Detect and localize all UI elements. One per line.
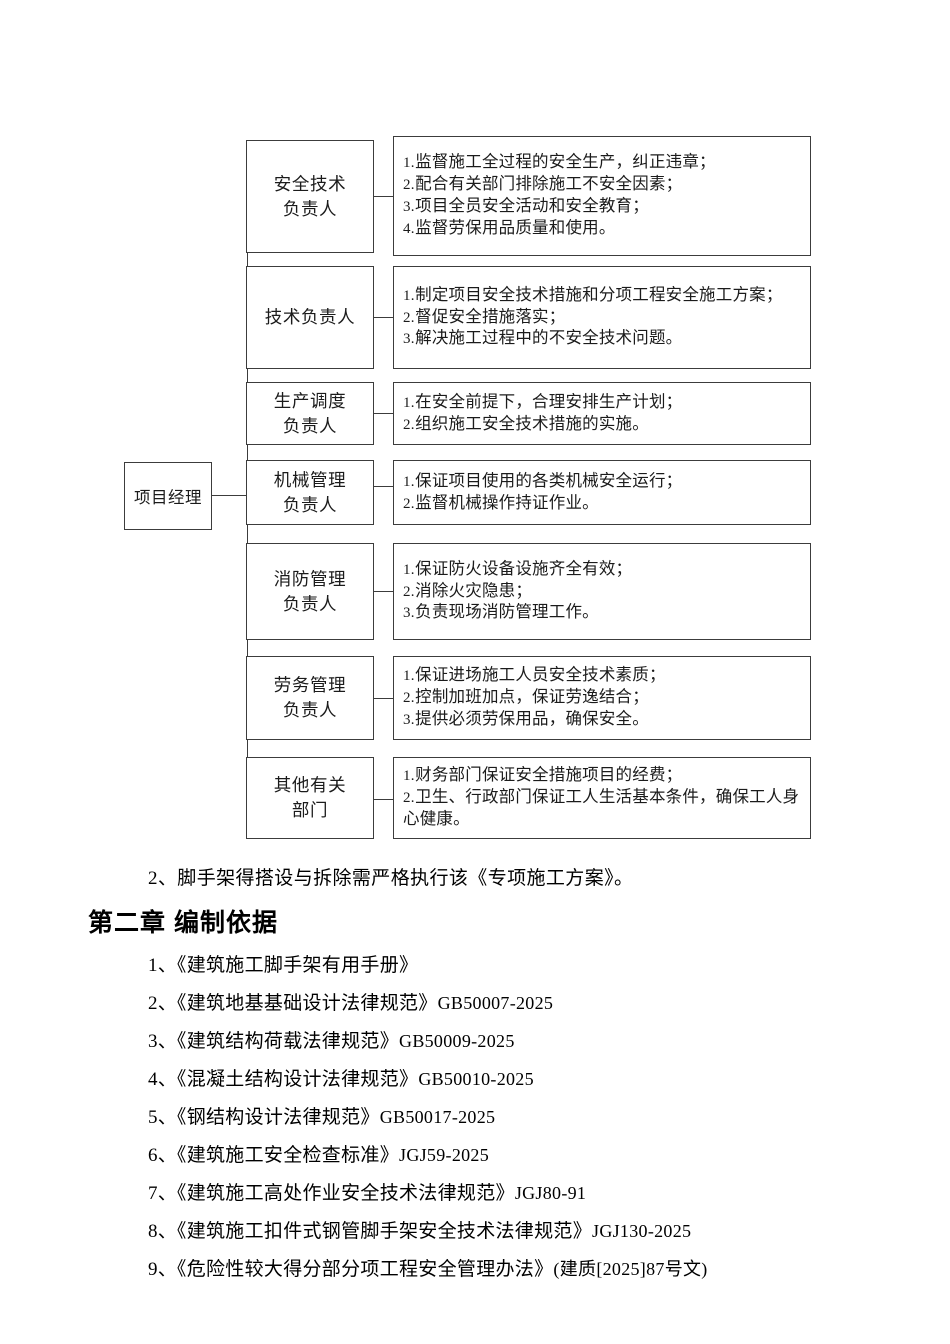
duty-line: 1.在安全前提下，合理安排生产计划； [403, 392, 683, 411]
safety-responsibility-org-chart: 项目经理 安全技术 负责人 技术负责人 生产调度 [124, 136, 811, 839]
org-root-node-project-manager: 项目经理 [124, 462, 212, 530]
chapter-heading: 第二章 编制依据 [88, 909, 278, 937]
connector-role-duty-5 [374, 591, 393, 593]
reference-title: 《危险性较大得分部分项工程安全管理办法》 [176, 1259, 554, 1280]
connector-role-duty-2 [374, 317, 393, 319]
org-duty-box-4: 1.保证项目使用的各类机械安全运行； 2.监督机械操作持证作业。 [393, 460, 811, 525]
reference-item-3: 3、《建筑结构荷载法律规范》GB50009-2025 [148, 1026, 515, 1053]
duty-line: 3.项目全员安全活动和安全教育； [403, 197, 649, 215]
duty-line: 1.保证防火设备设施齐全有效； [403, 559, 633, 578]
org-role-label-2: 技术负责人 [264, 307, 356, 328]
duty-line: 1.保证项目使用的各类机械安全运行； [403, 471, 683, 490]
duty-line: 1.制定项目安全技术措施和分项工程安全施工方案； [403, 285, 783, 304]
reference-code: JGJ59-2025 [399, 1145, 490, 1165]
reference-title: 《建筑地基基础设计法律规范》 [176, 993, 438, 1014]
reference-item-9: 9、《危险性较大得分部分项工程安全管理办法》(建质[2025]87号文) [148, 1254, 708, 1281]
reference-code: GB50017-2025 [379, 1107, 496, 1127]
reference-code: (建质[2025]87号文) [553, 1259, 708, 1279]
reference-number: 9、 [148, 1259, 177, 1280]
org-duty-box-7: 1.财务部门保证安全措施项目的经费； 2.卫生、行政部门保证工人生活基本条件，确… [393, 757, 811, 839]
reference-title: 《建筑施工高处作业安全技术法律规范》 [176, 1183, 515, 1204]
duty-line: 1.监督施工全过程的安全生产，纠正违章； [403, 153, 716, 172]
reference-code: JGJ80-91 [514, 1183, 587, 1203]
reference-number: 2、 [148, 993, 177, 1014]
reference-number: 8、 [148, 1221, 177, 1242]
org-role-node-7: 其他有关 部门 [246, 757, 374, 839]
reference-code: GB50009-2025 [399, 1031, 515, 1051]
duty-line: 2.消除火灾隐患； [403, 581, 533, 600]
org-role-node-1: 安全技术 负责人 [246, 140, 374, 253]
connector-role-duty-3 [374, 413, 393, 415]
connector-role-duty-6 [374, 698, 393, 700]
duty-line: 1.财务部门保证安全措施项目的经费； [403, 766, 683, 785]
reference-code: JGJ130-2025 [592, 1221, 692, 1241]
reference-item-6: 6、《建筑施工安全检查标准》JGJ59-2025 [148, 1140, 489, 1167]
note-paragraph: 2、脚手架得搭设与拆除需严格执行该《专项施工方案》。 [148, 868, 634, 889]
reference-item-8: 8、《建筑施工扣件式钢管脚手架安全技术法律规范》JGJ130-2025 [148, 1216, 691, 1243]
reference-item-7: 7、《建筑施工高处作业安全技术法律规范》JGJ80-91 [148, 1178, 586, 1205]
reference-number: 7、 [148, 1183, 177, 1204]
connector-role-duty-7 [374, 799, 393, 801]
duty-line: 3.提供必须劳保用品，确保安全。 [403, 709, 649, 728]
reference-item-2: 2、《建筑地基基础设计法律规范》GB50007-2025 [148, 988, 553, 1015]
org-duty-box-6: 1.保证进场施工人员安全技术素质； 2.控制加班加点，保证劳逸结合； 3.提供必… [393, 656, 811, 740]
reference-code: GB50010-2025 [418, 1069, 534, 1089]
org-root-label: 项目经理 [134, 489, 202, 507]
duty-line: 1.保证进场施工人员安全技术素质； [403, 666, 666, 685]
org-duty-box-2: 1.制定项目安全技术措施和分项工程安全施工方案； 2.督促安全措施落实； 3.解… [393, 266, 811, 369]
connector-role-duty-1 [374, 196, 393, 198]
reference-code: GB50007-2025 [437, 993, 554, 1013]
org-role-node-6: 劳务管理 负责人 [246, 656, 374, 740]
reference-item-4: 4、《混凝土结构设计法律规范》GB50010-2025 [148, 1064, 534, 1091]
duty-line: 2.组织施工安全技术措施的实施。 [403, 414, 649, 433]
duty-line: 4.监督劳保用品质量和使用。 [403, 218, 616, 237]
org-duty-box-1: 1.监督施工全过程的安全生产，纠正违章； 2.配合有关部门排除施工不安全因素； … [393, 136, 811, 256]
reference-item-1: 1、《建筑施工脚手架有用手册》 [148, 950, 418, 977]
reference-number: 1、 [148, 955, 177, 976]
duty-line: 2.卫生、行政部门保证工人生活基本条件，确保工人身心健康。 [403, 788, 800, 828]
org-role-node-2: 技术负责人 [246, 266, 374, 369]
org-duty-box-3: 1.在安全前提下，合理安排生产计划； 2.组织施工安全技术措施的实施。 [393, 382, 811, 445]
org-role-label-6: 劳务管理 负责人 [273, 675, 347, 720]
reference-title: 《建筑结构荷载法律规范》 [176, 1031, 400, 1052]
duty-line: 2.监督机械操作持证作业。 [403, 493, 599, 512]
org-role-node-5: 消防管理 负责人 [246, 543, 374, 640]
reference-title: 《建筑施工安全检查标准》 [176, 1145, 400, 1166]
duty-line: 3.负责现场消防管理工作。 [403, 603, 599, 622]
duty-line: 2.督促安全措施落实； [403, 307, 566, 326]
connector-role-duty-4 [374, 486, 393, 488]
org-role-label-5: 消防管理 负责人 [273, 568, 347, 614]
org-role-node-3: 生产调度 负责人 [246, 382, 374, 445]
org-role-label-7: 其他有关 部门 [273, 775, 347, 820]
duty-line: 2.配合有关部门排除施工不安全因素； [403, 175, 683, 194]
reference-title: 《建筑施工脚手架有用手册》 [176, 955, 419, 976]
reference-number: 4、 [148, 1069, 177, 1090]
org-role-label-1: 安全技术 负责人 [273, 173, 347, 219]
duty-line: 3.解决施工过程中的不安全技术问题。 [403, 329, 683, 348]
connector-root-to-spine [212, 495, 248, 497]
duty-line: 2.控制加班加点，保证劳逸结合； [403, 688, 649, 707]
reference-item-5: 5、《钢结构设计法律规范》GB50017-2025 [148, 1102, 495, 1129]
reference-number: 3、 [148, 1031, 177, 1052]
reference-title: 《混凝土结构设计法律规范》 [176, 1069, 419, 1090]
reference-number: 6、 [148, 1145, 177, 1166]
reference-number: 5、 [148, 1107, 177, 1128]
reference-title: 《建筑施工扣件式钢管脚手架安全技术法律规范》 [176, 1221, 593, 1242]
org-role-node-4: 机械管理 负责人 [246, 460, 374, 525]
org-role-label-4: 机械管理 负责人 [273, 469, 347, 515]
org-role-label-3: 生产调度 负责人 [273, 390, 347, 436]
org-duty-box-5: 1.保证防火设备设施齐全有效； 2.消除火灾隐患； 3.负责现场消防管理工作。 [393, 543, 811, 640]
reference-title: 《钢结构设计法律规范》 [176, 1107, 380, 1128]
